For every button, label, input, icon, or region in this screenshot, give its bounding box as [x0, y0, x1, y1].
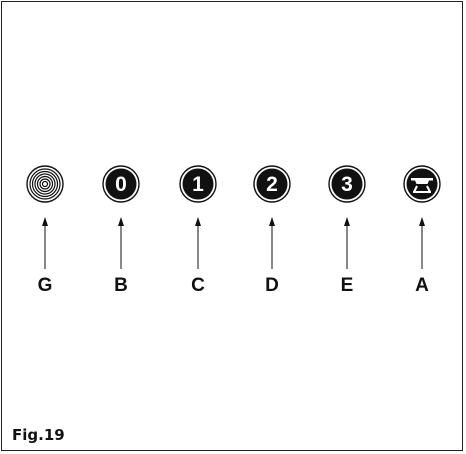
button-symbol: 2 [266, 173, 278, 196]
button-symbol: 3 [341, 173, 353, 196]
up-arrow-icon [35, 217, 55, 269]
control-c: 1 C [178, 165, 218, 296]
up-arrow-icon [337, 217, 357, 269]
control-g: G [25, 165, 65, 296]
control-d: 2 D [252, 165, 292, 296]
spiral-knob-icon [26, 165, 64, 203]
label-letter: D [265, 275, 279, 296]
label-letter: B [114, 275, 128, 296]
label-letter: C [191, 275, 205, 296]
label-letter: E [340, 275, 354, 296]
up-arrow-icon [262, 217, 282, 269]
number-button-icon: 3 [328, 165, 366, 203]
number-button-icon: 2 [253, 165, 291, 203]
button-symbol: 1 [192, 173, 204, 196]
label-letter: A [415, 275, 429, 296]
button-symbol: 0 [115, 173, 127, 196]
control-e: 3 E [327, 165, 367, 296]
control-b: 0 B [101, 165, 141, 296]
up-arrow-icon [111, 217, 131, 269]
control-a: A [402, 165, 442, 296]
label-letter: G [37, 275, 53, 296]
up-arrow-icon [188, 217, 208, 269]
figure-caption: Fig.19 [12, 426, 65, 444]
number-button-icon: 0 [102, 165, 140, 203]
up-arrow-icon [412, 217, 432, 269]
lamp-icon [403, 165, 441, 203]
number-button-icon: 1 [179, 165, 217, 203]
